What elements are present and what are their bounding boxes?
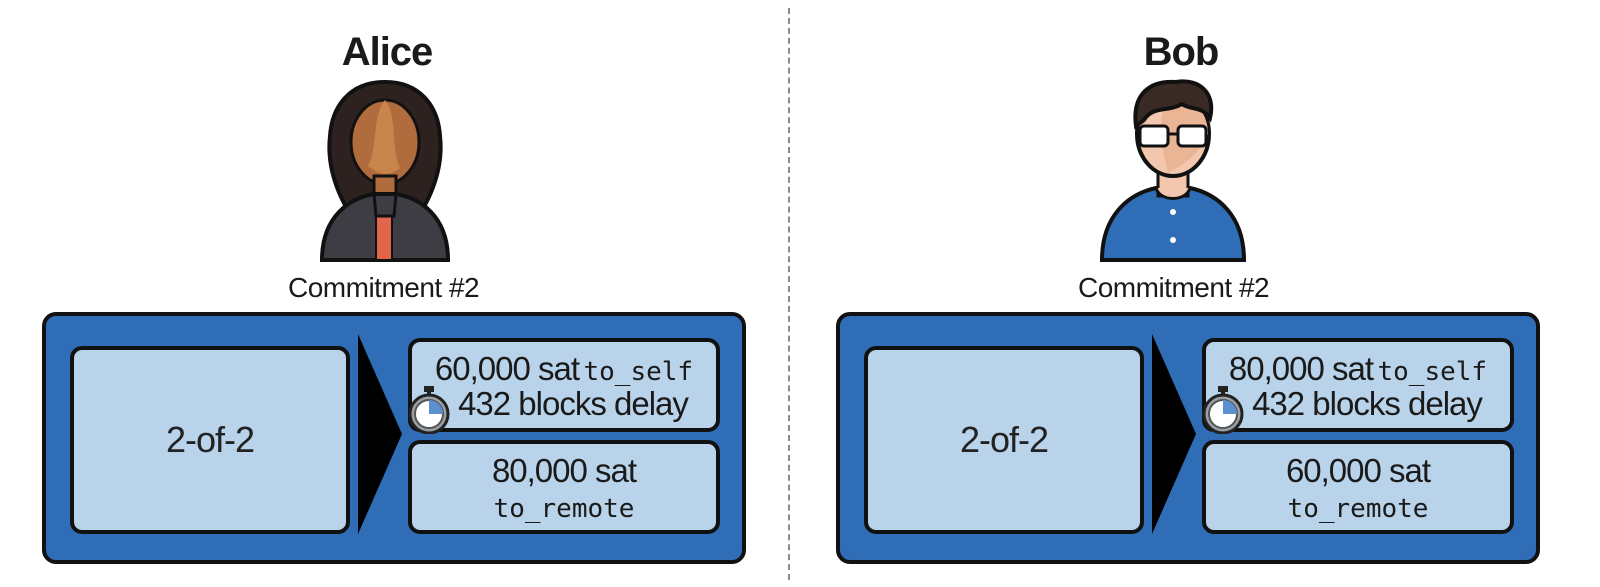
commitment-transaction: 2-of-2 80,000 sat to_self 432 blocks del… [836,312,1540,564]
input-label: 2-of-2 [959,419,1049,460]
commitment-title: Commitment #2 [1078,272,1270,303]
to-self-output: 80,000 sat to_self 432 blocks delay [1202,338,1514,434]
to-self-amount: 60,000 sat [434,350,580,387]
alice-panel: Alice Commitment #2 2-of-2 60,000 sat to… [42,0,762,587]
commitment-title: Commitment #2 [288,272,480,303]
party-name-bob: Bob [1143,30,1220,74]
man-avatar-icon [1099,79,1247,262]
delay-label: 432 blocks delay [1252,385,1483,422]
woman-avatar-icon [320,79,450,262]
to-remote-output: 80,000 sat to_remote [408,440,720,534]
to-remote-amount: 80,000 sat [491,452,637,489]
to-remote-label: to_remote [493,494,635,524]
to-self-label: to_self [583,357,694,387]
to-remote-output: 60,000 sat to_remote [1202,440,1514,534]
funding-input-box: 2-of-2 [70,346,350,534]
commitment-transaction: 2-of-2 60,000 sat to_self 432 blocks del… [42,312,746,564]
arrow-icon [1152,334,1196,534]
stopwatch-icon [408,386,450,434]
funding-input-box: 2-of-2 [864,346,1144,534]
to-self-amount: 80,000 sat [1228,350,1374,387]
to-self-output: 60,000 sat to_self 432 blocks delay [408,338,720,434]
to-remote-amount: 60,000 sat [1285,452,1431,489]
divider-line [788,8,790,580]
input-label: 2-of-2 [165,419,255,460]
party-name-alice: Alice [341,30,434,74]
delay-label: 432 blocks delay [458,385,689,422]
bob-panel: Bob Commitment #2 2-of-2 80,000 sat to_s… [836,0,1556,587]
stopwatch-icon [1202,386,1244,434]
to-self-label: to_self [1377,357,1488,387]
to-remote-label: to_remote [1287,494,1429,524]
arrow-icon [358,334,402,534]
